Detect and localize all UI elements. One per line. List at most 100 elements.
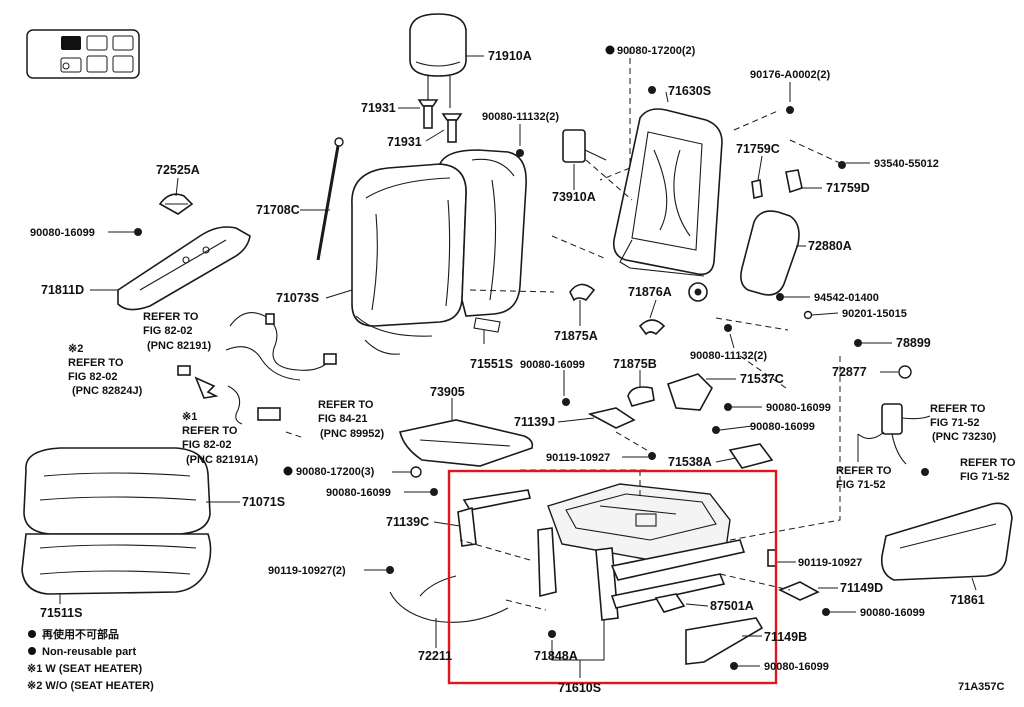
label-71149B: 71149B [764, 630, 807, 644]
label-90080-16099-cushion: 90080-16099 [326, 487, 391, 499]
part-labels: 71910A 71931 71931 90080-17200(2) 71630S… [30, 45, 985, 695]
headrest [409, 13, 467, 108]
ref-fig82-02-a-l1: REFER TO [143, 311, 199, 323]
label-71848A: 71848A [534, 649, 578, 663]
recliner-knob [627, 386, 655, 407]
label-72211: 72211 [418, 649, 452, 663]
label-71875B: 71875B [613, 357, 657, 371]
seat-heater-harness [177, 365, 281, 425]
label-90080-16099-right1: 90080-16099 [766, 402, 831, 414]
label-71139J: 71139J [514, 415, 555, 429]
label-71759C: 71759C [736, 142, 780, 156]
recliner-cover-b [638, 319, 666, 336]
label-71759D: 71759D [826, 181, 870, 195]
seatback-pad [438, 149, 527, 333]
ref-fig71-52-a-l1: REFER TO [930, 403, 986, 415]
seatback-frame [612, 86, 723, 302]
label-90119-10927-right: 90119-10927 [798, 557, 862, 569]
ref-fig71-52-b-l2: FIG 71-52 [836, 479, 886, 491]
label-71073S: 71073S [276, 291, 319, 305]
legend-with-heater: ※1 W (SEAT HEATER) [27, 663, 142, 675]
ref-fig82-02-b-l1: REFER TO [68, 357, 124, 369]
non-reusable-mark [283, 466, 293, 476]
seatback-cover [351, 163, 467, 355]
label-71538A: 71538A [668, 455, 712, 469]
label-71511S: 71511S [40, 606, 82, 620]
cushion-cover [23, 447, 211, 535]
label-71910A: 71910A [488, 49, 532, 63]
label-71610S: 71610S [558, 681, 601, 695]
ref-fig82-02-b-l2: FIG 82-02 [68, 371, 118, 383]
ref-fig71-52-c-l1: REFER TO [960, 457, 1016, 469]
legend-bullet [28, 630, 36, 638]
track-cover-j [587, 407, 636, 429]
label-78899: 78899 [896, 336, 931, 350]
label-71071S: 71071S [242, 495, 285, 509]
hinge-cover-d [785, 169, 803, 194]
ref-fig82-02-c-l2: FIG 82-02 [182, 439, 232, 451]
label-71931-upper: 71931 [361, 101, 396, 115]
label-71708C: 71708C [256, 203, 300, 217]
seat-belt-buckle [857, 403, 931, 465]
non-reusable-mark [605, 45, 615, 55]
hinge-cover-c [751, 179, 763, 199]
headrest-guides [417, 99, 463, 143]
cushion-pad [21, 533, 212, 595]
label-73910A: 73910A [552, 190, 596, 204]
legend: 再使用不可部品 Non-reusable part ※1 W (SEAT HEA… [27, 627, 154, 692]
seat-heater-plate [399, 419, 534, 467]
label-73905: 73905 [430, 385, 465, 399]
label-90080-16099-right3: 90080-16099 [860, 607, 925, 619]
label-72880A: 72880A [808, 239, 852, 253]
ref-w-o-heater-mark: ※2 [68, 343, 83, 355]
label-90080-16099-bottom: 90080-16099 [764, 661, 829, 673]
track-cover-a [728, 443, 774, 469]
seatback-module [562, 129, 607, 163]
side-shield [117, 226, 251, 311]
label-90080-16099-right2: 90080-16099 [750, 421, 815, 433]
ref-fig82-02-b-l3: (PNC 82824J) [72, 385, 143, 397]
label-90176-A0002: 90176-A0002(2) [750, 69, 830, 81]
drawing-code: 71A357C [958, 681, 1005, 693]
ref-fig82-02-a-l2: FIG 82-02 [143, 325, 193, 337]
label-90080-16099-mid: 90080-16099 [520, 359, 585, 371]
ref-fig82-02-c-l1: REFER TO [182, 425, 238, 437]
ref-fig84-21-l2: FIG 84-21 [318, 413, 368, 425]
label-71931-lower: 71931 [387, 135, 422, 149]
label-90080-17200-2: 90080-17200(2) [617, 45, 696, 57]
inner-cover [666, 373, 713, 411]
seat-adjuster-assembly [457, 483, 777, 621]
back-board [740, 210, 800, 296]
track-side-cover-d [778, 581, 820, 601]
label-93540-55012: 93540-55012 [874, 158, 939, 170]
ref-fig71-52-a-l2: FIG 71-52 [930, 417, 980, 429]
label-71537C: 71537C [740, 372, 784, 386]
fasteners [134, 149, 929, 670]
label-94542-01400: 94542-01400 [814, 292, 879, 304]
ref-fig84-21-l1: REFER TO [318, 399, 374, 411]
support-rod [316, 137, 344, 261]
label-71551S: 71551S [470, 357, 513, 371]
legend-japanese: 再使用不可部品 [42, 627, 119, 641]
outer-side-cover [880, 502, 1013, 581]
label-90080-17200-3: 90080-17200(3) [296, 466, 375, 478]
label-71630S: 71630S [668, 84, 711, 98]
seat-position-icon [26, 29, 140, 79]
label-72525A: 72525A [156, 163, 200, 177]
adjuster-highlight-box [447, 469, 778, 685]
ref-fig71-52-b-l1: REFER TO [836, 465, 892, 477]
track-side-cover-b [685, 617, 764, 665]
legend-without-heater: ※2 W/O (SEAT HEATER) [27, 680, 154, 692]
recliner-cover-a [569, 283, 596, 302]
legend-non-reusable: Non-reusable part [42, 646, 136, 658]
label-90080-11132-2-mid: 90080-11132(2) [690, 350, 767, 362]
label-71149D: 71149D [840, 581, 883, 595]
ref-fig84-21-l3: (PNC 89952) [320, 428, 385, 440]
label-90080-11132-2-top: 90080-11132(2) [482, 111, 559, 123]
label-72877: 72877 [832, 365, 867, 379]
label-71861: 71861 [950, 593, 985, 607]
label-90119-10927-mid: 90119-10927 [546, 452, 610, 464]
label-71139C: 71139C [386, 515, 429, 529]
